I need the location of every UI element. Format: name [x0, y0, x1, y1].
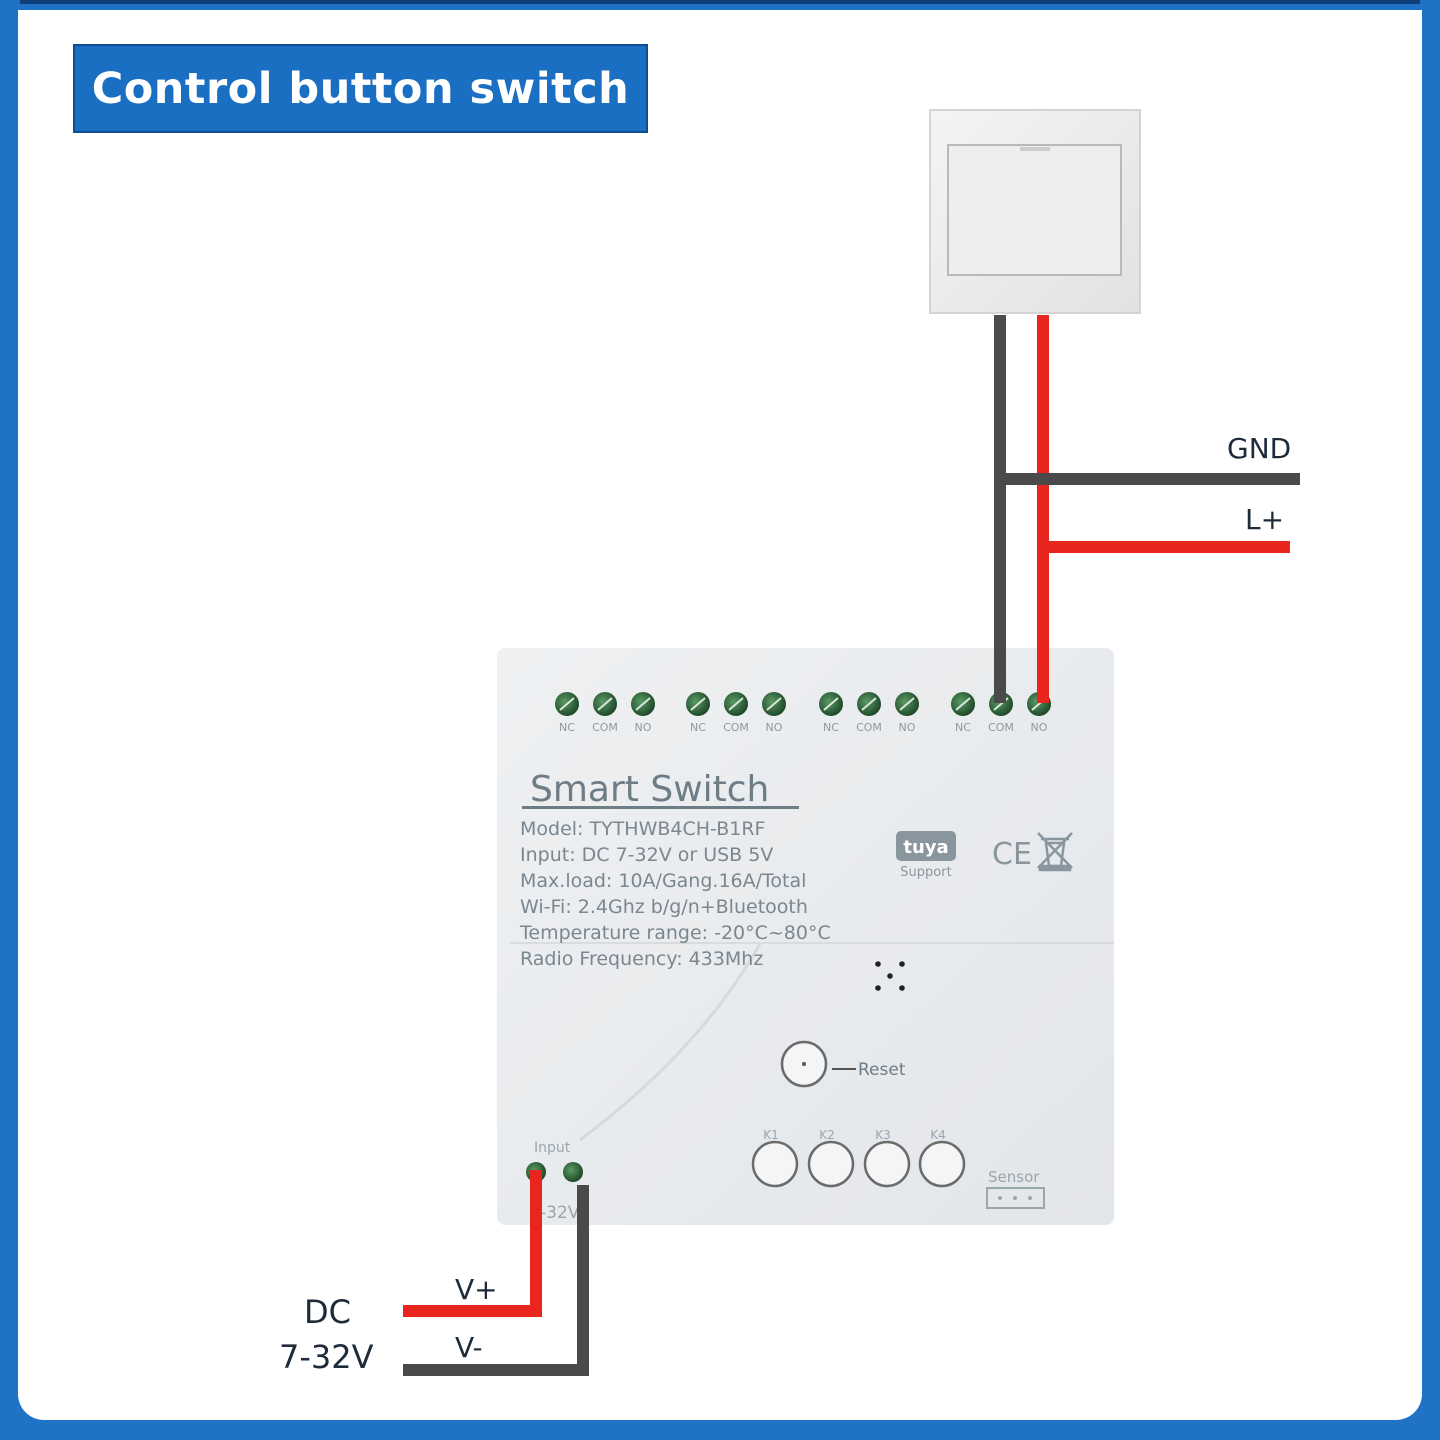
wires [403, 315, 1300, 1376]
terminal-slot [597, 697, 613, 711]
terminal-label-4-com: COM [988, 721, 1014, 734]
input-voltage-partial: -32V [540, 1203, 580, 1223]
channel-button-k2[interactable] [807, 1140, 855, 1188]
device-specs: Model: TYTHWB4CH-B1RF Input: DC 7-32V or … [519, 818, 831, 970]
terminal-label-3-com: COM [856, 721, 882, 734]
smart-switch-module: NC COM NO NC COM NO NC COM NO NC COM NO Smart Switc… [497, 648, 1114, 1225]
tuya-logo-box [896, 831, 956, 861]
terminal-label-1-nc: NC [559, 721, 575, 734]
switch-rocker[interactable] [947, 144, 1122, 276]
button-label-k3: K3 [875, 1128, 891, 1142]
terminal-label-2-no: NO [766, 721, 783, 734]
reset-button[interactable] [780, 1040, 856, 1088]
terminal-label-2-com: COM [723, 721, 749, 734]
button-label-k4: K4 [930, 1128, 946, 1142]
terminal-label-3-nc: NC [823, 721, 839, 734]
module-curve [579, 943, 762, 1142]
button-label-k1: K1 [763, 1128, 779, 1142]
tuya-badge: tuya Support [896, 831, 956, 880]
spec-line-1: Model: TYTHWB4CH-B1RF [520, 818, 766, 840]
terminal-label-3-no: NO [899, 721, 916, 734]
terminal-slot [861, 697, 877, 711]
ce-mark: CE [992, 837, 1032, 872]
dc-range-label: 7-32V [279, 1338, 374, 1376]
terminal-label-1-com: COM [592, 721, 618, 734]
status-led-dots [875, 961, 905, 991]
tuya-logo-text: tuya [903, 837, 948, 858]
vminus-wire [403, 1185, 589, 1376]
terminal-label-2-nc: NC [690, 721, 706, 734]
tuya-support-text: Support [900, 865, 951, 880]
switch-rocker-ridge [1020, 147, 1050, 151]
terminal-label-4-no: NO [1031, 721, 1048, 734]
device-name-underline [522, 806, 799, 809]
vminus-label: V- [455, 1331, 483, 1364]
button-label-k2: K2 [819, 1128, 835, 1142]
terminal-slot [899, 697, 915, 711]
channel-buttons: K1 K2 K3 K4 [751, 1128, 966, 1188]
module-seam [510, 942, 1114, 944]
reset-label: Reset [858, 1060, 906, 1080]
channel-button-k1[interactable] [751, 1140, 799, 1188]
terminal-slot [728, 697, 744, 711]
spec-line-3: Max.load: 10A/Gang.16A/Total [520, 870, 806, 892]
sensor-label: Sensor [988, 1168, 1040, 1186]
channel-button-k3[interactable] [863, 1140, 911, 1188]
spec-line-5: Temperature range: -20°C~80°C [519, 922, 831, 944]
terminal-slot [559, 697, 575, 711]
terminal-slot [690, 697, 706, 711]
terminal-slot [635, 697, 651, 711]
terminal-label-1-no: NO [635, 721, 652, 734]
vplus-wire [403, 1170, 542, 1317]
terminal-block: NC COM NO NC COM NO NC COM NO NC COM NO [555, 692, 1051, 734]
lplus-label: L+ [1245, 503, 1284, 536]
sensor-port[interactable] [986, 1187, 1045, 1209]
weee-bin-icon [1037, 832, 1073, 872]
top-border-line [20, 0, 1420, 4]
input-terminal-negative[interactable] [563, 1162, 583, 1182]
terminal-slot [955, 697, 971, 711]
spec-line-2: Input: DC 7-32V or USB 5V [520, 844, 773, 866]
wall-switch [929, 109, 1141, 314]
input-label: Input [534, 1140, 571, 1156]
title-banner: Control button switch [73, 44, 648, 133]
spec-line-4: Wi-Fi: 2.4Ghz b/g/n+Bluetooth [520, 896, 808, 918]
spec-line-6: Radio Frequency: 433Mhz [520, 948, 763, 970]
channel-button-k4[interactable] [918, 1140, 966, 1188]
vplus-label: V+ [455, 1273, 498, 1306]
gnd-label: GND [1227, 432, 1291, 465]
terminal-label-4-nc: NC [955, 721, 971, 734]
dc-label: DC [304, 1293, 351, 1331]
page-title: Control button switch [91, 63, 630, 114]
terminal-slot [766, 697, 782, 711]
terminal-slot [823, 697, 839, 711]
device-name: Smart Switch [530, 769, 769, 810]
